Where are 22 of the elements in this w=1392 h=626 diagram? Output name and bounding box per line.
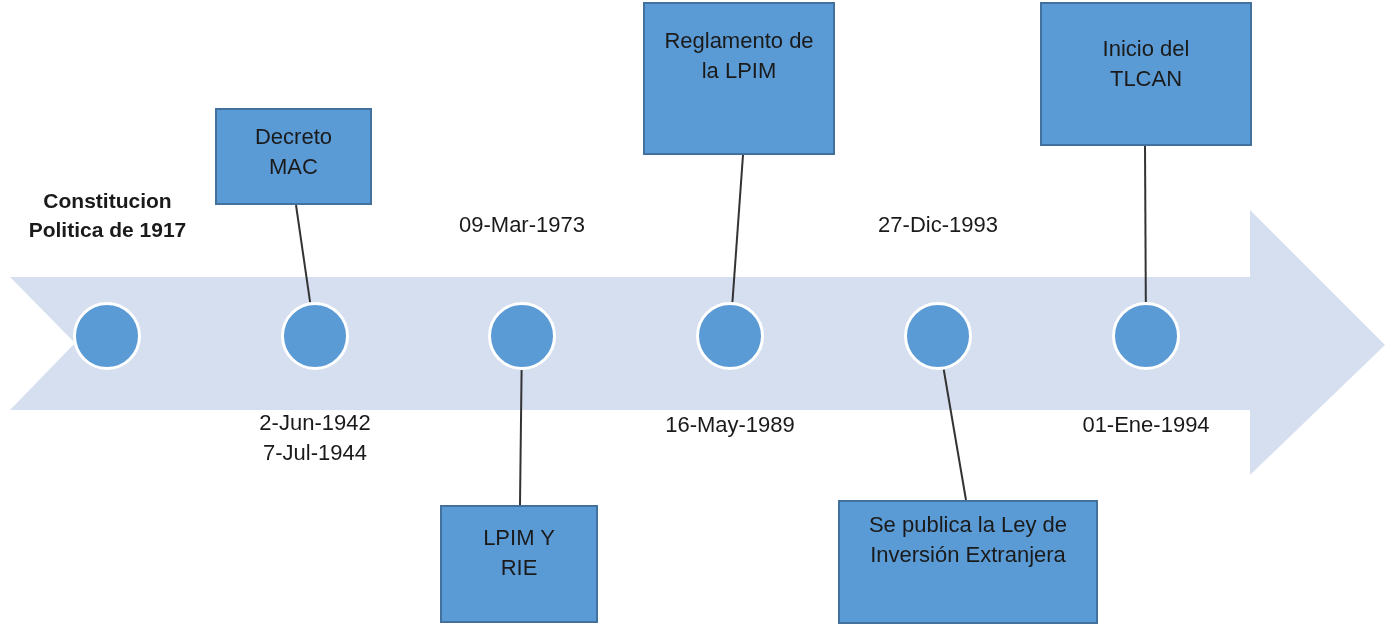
connector-line: [519, 369, 523, 506]
event-title: Constitucion Politica de 1917: [27, 188, 188, 243]
event-text: Se publica la Ley de Inversión Extranjera: [867, 511, 1069, 569]
date-label: 7-Jul-1944: [262, 440, 368, 465]
event-box: [643, 2, 835, 155]
date-label: 09-Mar-1973: [458, 212, 586, 237]
date-label: 27-Dic-1993: [877, 212, 999, 237]
event-box: [1040, 2, 1252, 146]
event-text: Decreto MAC: [253, 123, 333, 181]
date-label: 2-Jun-1942: [258, 410, 372, 435]
connector-line: [295, 204, 312, 304]
event-box: [440, 505, 598, 623]
connector-line: [942, 368, 967, 501]
connector-line: [731, 154, 744, 304]
event-text: LPIM Y RIE: [482, 524, 556, 582]
event-box: [838, 500, 1098, 624]
event-text: Inicio del TLCAN: [1101, 35, 1191, 93]
date-label: 01-Ene-1994: [1081, 412, 1211, 437]
event-text: Reglamento de la LPIM: [664, 27, 814, 85]
connector-line: [1144, 145, 1147, 303]
event-box: [215, 108, 372, 205]
date-label: 16-May-1989: [664, 412, 796, 437]
